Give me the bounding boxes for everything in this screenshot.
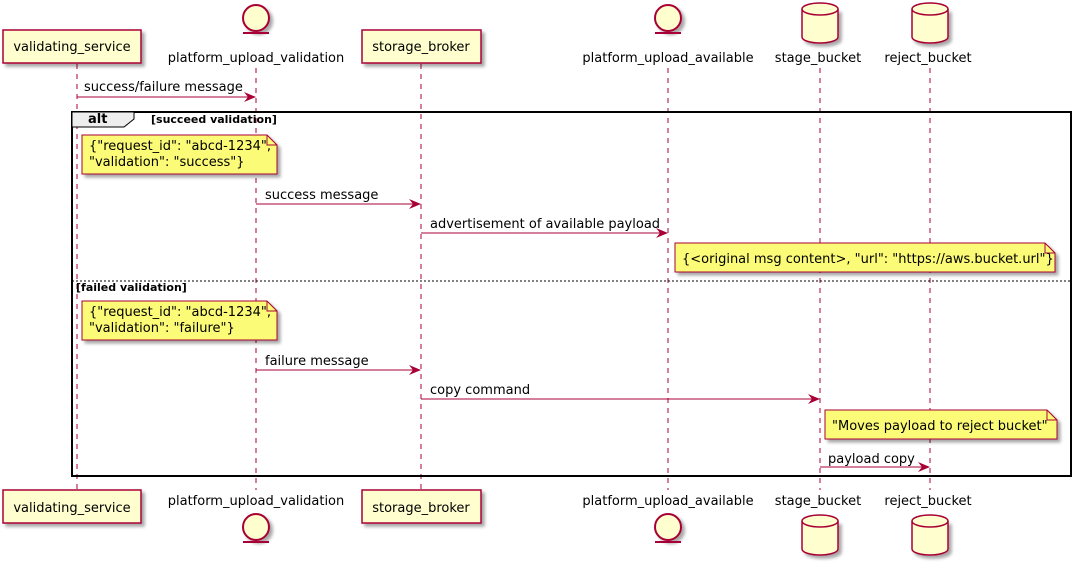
entity-platform-upload-available-bottom: platform_upload_available [582, 494, 754, 543]
participant-label: platform_upload_validation [168, 51, 345, 66]
participant-validating-service-bottom: validating_service [2, 489, 142, 524]
message-success: success message [256, 188, 421, 209]
note-line: "validation": "success"} [89, 155, 245, 170]
entity-platform-upload-available-top: platform_upload_available [582, 4, 754, 66]
participant-validating-service-top: validating_service [2, 29, 142, 64]
note-line: {<original msg content>, "url": "https:/… [682, 252, 1054, 267]
participant-label: reject_bucket [884, 494, 971, 509]
database-stage-bucket-top: stage_bucket [775, 2, 861, 66]
participant-label: validating_service [13, 501, 130, 516]
database-reject-bucket-bottom: reject_bucket [884, 494, 972, 556]
message-label: advertisement of available payload [430, 217, 660, 232]
message-label: failure message [265, 354, 369, 369]
participant-storage-broker-top: storage_broker [361, 29, 482, 64]
note-line: {"request_id": "abcd-1234", [89, 305, 271, 320]
message-payload-copy: payload copy [820, 452, 930, 472]
note-line: "Moves payload to reject bucket" [832, 419, 1048, 434]
message-label: success message [265, 188, 378, 203]
message-success-failure: success/failure message [77, 80, 256, 102]
note-moves-payload: "Moves payload to reject bucket" [824, 409, 1058, 440]
database-stage-bucket-bottom: stage_bucket [775, 494, 861, 556]
alt-keyword: alt [88, 112, 107, 127]
participant-label: platform_upload_validation [168, 494, 345, 509]
note-line: {"request_id": "abcd-1234", [89, 139, 271, 154]
message-failure: failure message [256, 354, 421, 375]
alt-guard-succeed: [succeed validation] [151, 113, 277, 126]
note-failure-request: {"request_id": "abcd-1234", "validation"… [81, 300, 278, 341]
participant-label: validating_service [13, 40, 130, 55]
participant-label: platform_upload_available [582, 51, 753, 66]
participant-label: stage_bucket [775, 51, 861, 66]
note-success-request: {"request_id": "abcd-1234", "validation"… [81, 134, 278, 175]
lifelines [76, 64, 931, 490]
alt-guard-failed: [failed validation] [76, 281, 187, 294]
entity-platform-upload-validation-top: platform_upload_validation [168, 4, 345, 66]
message-label: success/failure message [84, 80, 243, 95]
message-advertisement: advertisement of available payload [421, 217, 668, 238]
participant-label: storage_broker [372, 501, 470, 516]
message-label: copy command [430, 383, 530, 398]
database-reject-bucket-top: reject_bucket [884, 2, 972, 66]
participant-label: stage_bucket [775, 494, 861, 509]
participant-label: reject_bucket [884, 51, 971, 66]
message-copy-command: copy command [421, 383, 820, 404]
participant-storage-broker-bottom: storage_broker [361, 489, 482, 524]
message-label: payload copy [828, 452, 915, 467]
note-line: "validation": "failure"} [89, 321, 235, 336]
participant-label: storage_broker [372, 40, 470, 55]
entity-platform-upload-validation-bottom: platform_upload_validation [168, 494, 345, 543]
note-available-payload: {<original msg content>, "url": "https:/… [674, 242, 1056, 273]
participant-label: platform_upload_available [582, 494, 753, 509]
alt-frame: alt [succeed validation] [failed validat… [71, 111, 1072, 477]
